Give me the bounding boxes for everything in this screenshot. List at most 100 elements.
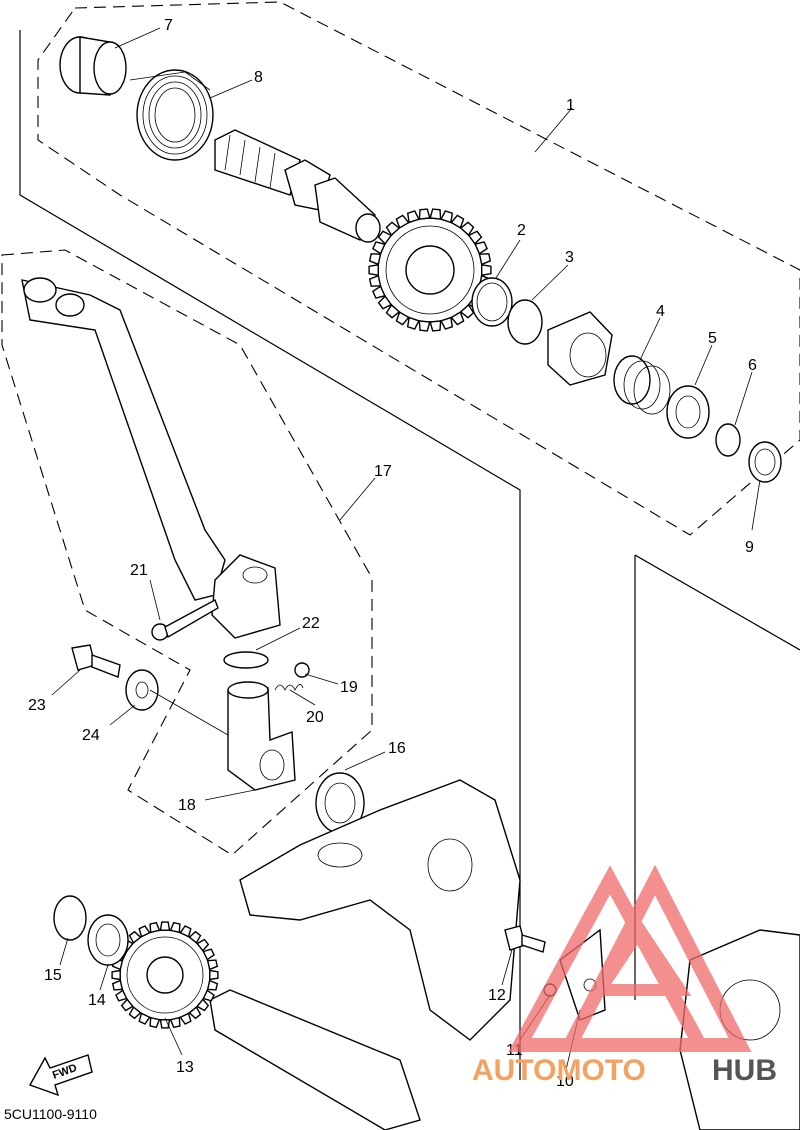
- gear-tooth: [128, 930, 142, 944]
- washer-part-5: [666, 385, 710, 439]
- collar-part-7: [59, 36, 127, 96]
- bolt-part-23: [71, 644, 121, 678]
- circlip-part-6: [715, 423, 741, 457]
- frame-line-top: [19, 30, 521, 1080]
- torsion-spring-part-8: [129, 69, 214, 161]
- label-8: 8: [254, 69, 263, 86]
- label-22: 22: [302, 615, 320, 632]
- screw-part-21: [151, 599, 219, 641]
- gear-tooth: [459, 303, 475, 319]
- label-13: 13: [176, 1059, 194, 1076]
- gear-tooth: [209, 969, 219, 981]
- label-9: 9: [745, 539, 754, 556]
- gear-tooth: [179, 925, 192, 938]
- gear-tooth: [159, 1019, 171, 1029]
- gear-tooth: [368, 263, 379, 277]
- gear-tooth: [196, 938, 210, 952]
- kick-crank-part-17: [21, 277, 281, 639]
- gear-tooth: [188, 1006, 202, 1020]
- label-23: 23: [28, 697, 46, 714]
- gear-tooth: [440, 316, 454, 330]
- washer-part-2: [471, 277, 513, 327]
- gear-tooth: [385, 221, 401, 237]
- kick-axle-shaft: [214, 129, 381, 243]
- gear-tooth: [440, 210, 454, 224]
- label-19: 19: [340, 679, 358, 696]
- gear-tooth: [395, 214, 410, 229]
- diagram-code: 5CU1100-9110: [4, 1106, 97, 1122]
- gear-tooth: [202, 989, 215, 1002]
- forward-arrow-icon: FWD: [28, 1054, 93, 1097]
- idler-shaft: [209, 989, 421, 1130]
- gear-tooth: [202, 948, 215, 961]
- gear-tooth: [429, 320, 442, 332]
- gear-tooth: [169, 921, 181, 934]
- label-12: 12: [488, 987, 506, 1004]
- gear-tooth: [450, 214, 465, 229]
- gear-tooth: [169, 1016, 181, 1029]
- gear-tooth: [149, 1016, 161, 1029]
- gear-tooth: [481, 263, 492, 277]
- circlip-part-3: [507, 299, 543, 345]
- gear-tooth: [368, 274, 382, 287]
- watermark-brand-b: HUB: [712, 1054, 777, 1087]
- gear-tooth: [111, 969, 121, 981]
- gear-tooth: [459, 221, 475, 237]
- gear-tooth: [372, 285, 386, 299]
- gear-tooth: [368, 253, 382, 266]
- gear-tooth: [128, 1006, 142, 1020]
- gear-tooth: [120, 998, 134, 1012]
- label-16: 16: [388, 740, 406, 757]
- gear-tooth: [474, 241, 488, 255]
- gear-tooth: [179, 1012, 192, 1025]
- watermark-logo-icon: [508, 864, 752, 1052]
- gear-tooth: [385, 303, 401, 319]
- label-5: 5: [708, 330, 717, 347]
- spring-part-20: [274, 684, 304, 691]
- gear-tooth: [206, 979, 219, 991]
- gear-tooth: [188, 930, 202, 944]
- ratchet-part: [547, 311, 613, 386]
- crankcase: [239, 779, 521, 1041]
- part-number-labels: 1 2 3 4 5 6 7 8 9 10 11 12 13 14 15 16 1…: [28, 17, 757, 1090]
- gear-tooth: [196, 998, 210, 1012]
- gear-tooth: [418, 320, 431, 332]
- gear-tooth: [450, 311, 465, 326]
- label-10: 10: [556, 1073, 574, 1090]
- gear-tooth: [406, 210, 420, 224]
- o-ring-part-22: [223, 651, 269, 669]
- washer-part-14: [87, 914, 129, 966]
- label-3: 3: [565, 249, 574, 266]
- label-21: 21: [130, 562, 148, 579]
- kick-gear: [368, 208, 492, 332]
- gear-tooth: [159, 921, 171, 931]
- gear-tooth: [395, 311, 410, 326]
- circlip-part-15: [53, 895, 87, 941]
- gear-tooth: [138, 1012, 151, 1025]
- gear-tooth: [478, 253, 492, 266]
- ratchet-spring-part-4: [613, 355, 671, 415]
- label-6: 6: [748, 357, 757, 374]
- watermark-brand-a: AUTOMOTO: [472, 1054, 646, 1087]
- label-7: 7: [164, 17, 173, 34]
- label-1: 1: [566, 97, 575, 114]
- gear-tooth: [138, 925, 151, 938]
- gear-tooth: [406, 316, 420, 330]
- gear-tooth: [377, 230, 393, 245]
- ball-part-19: [294, 662, 310, 678]
- assembly-outline-1: [37, 1, 800, 536]
- kick-boss-part-18: [227, 681, 296, 791]
- gear-tooth: [115, 989, 128, 1002]
- gear-tooth: [377, 295, 393, 310]
- gear-tooth: [206, 959, 219, 971]
- gear-tooth: [149, 921, 161, 934]
- label-17: 17: [374, 463, 392, 480]
- label-2: 2: [517, 222, 526, 239]
- bolt-part-12: [504, 925, 546, 953]
- assembly-outline-17: [1, 249, 373, 856]
- gear-tooth: [372, 241, 386, 255]
- gear-tooth: [111, 979, 124, 991]
- washer-part-24: [125, 669, 159, 711]
